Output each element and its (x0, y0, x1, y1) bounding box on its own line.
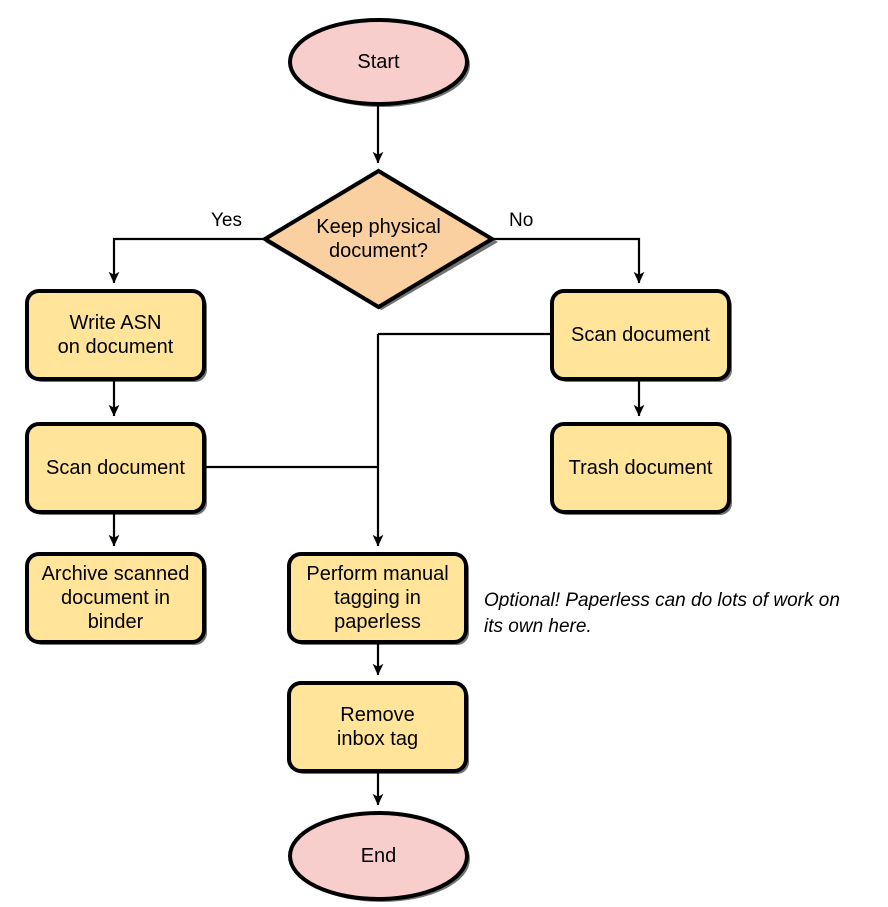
edge-decision-no (492, 237, 645, 284)
node-trash (550, 422, 731, 514)
node-manual-tagging (287, 552, 468, 644)
edge-label-yes: Yes (211, 210, 242, 231)
node-start (288, 18, 469, 106)
connectors (108, 104, 645, 806)
node-write-asn (25, 289, 206, 381)
node-decision (261, 168, 496, 310)
shapes (25, 18, 731, 901)
node-scan-right (550, 289, 731, 381)
edge-decision-yes (108, 237, 265, 284)
node-remove-inbox (287, 681, 468, 773)
edge-label-no: No (509, 210, 534, 231)
optional-note: Optional! Paperless can do lots of work … (484, 590, 840, 637)
node-archive-binder (25, 552, 206, 644)
node-end (288, 811, 469, 901)
node-scan-left (25, 422, 206, 514)
